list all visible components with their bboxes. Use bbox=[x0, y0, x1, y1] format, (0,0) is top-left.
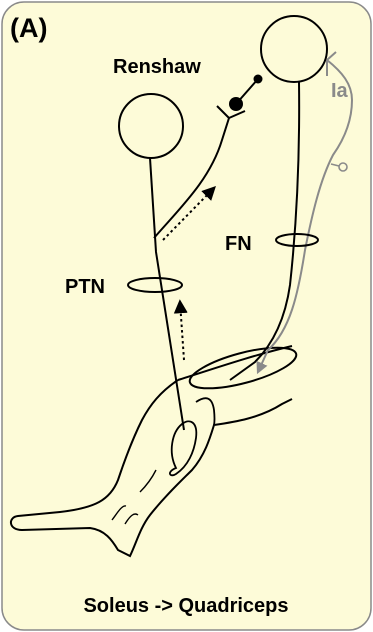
ia-branch-terminal bbox=[339, 163, 347, 171]
fn-label: FN bbox=[225, 233, 252, 255]
ptn-label: PTN bbox=[65, 276, 105, 298]
renshaw-terminal bbox=[254, 75, 263, 84]
quadriceps-motoneuron bbox=[261, 16, 327, 82]
ia-label: Ia bbox=[331, 80, 349, 102]
panel-caption: Soleus -> Quadriceps bbox=[83, 595, 288, 617]
panel-tag: (A) bbox=[10, 13, 47, 43]
soleus-motoneuron bbox=[119, 94, 183, 158]
renshaw-label: Renshaw bbox=[113, 56, 201, 78]
